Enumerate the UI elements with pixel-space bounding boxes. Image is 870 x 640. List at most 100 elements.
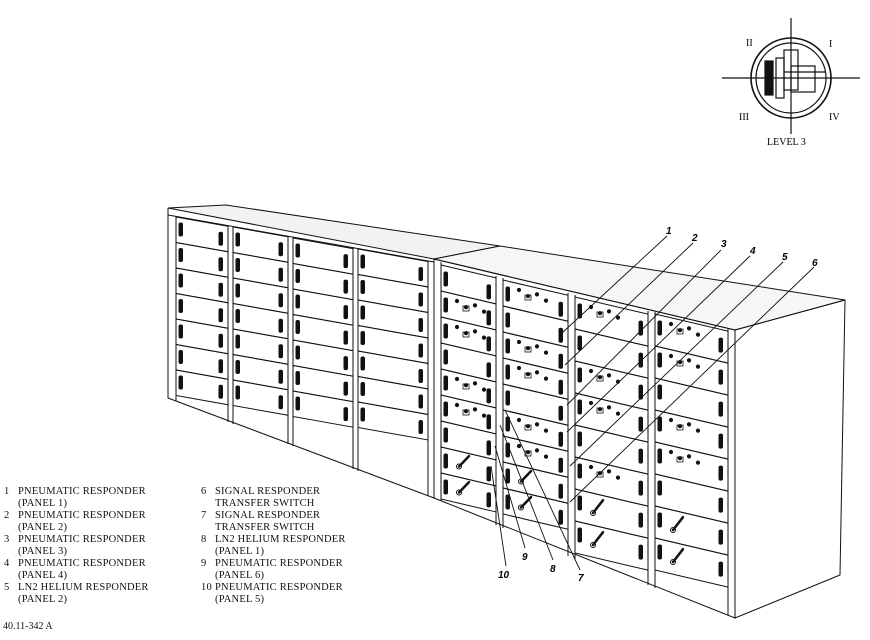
handle-icon bbox=[718, 529, 723, 545]
handle-icon bbox=[638, 544, 643, 560]
handle-icon bbox=[295, 243, 300, 258]
quadrant-label-i: I bbox=[829, 39, 832, 50]
knob-icon bbox=[481, 413, 487, 418]
handle-icon bbox=[718, 337, 723, 353]
handle-icon bbox=[558, 457, 563, 473]
handle-icon bbox=[418, 266, 423, 281]
handle-icon bbox=[343, 356, 348, 371]
handle-icon bbox=[577, 399, 582, 415]
handle-icon bbox=[486, 466, 491, 482]
handle-icon bbox=[295, 396, 300, 411]
knob-icon bbox=[454, 376, 460, 382]
gauge-icon bbox=[676, 328, 684, 335]
handle-icon bbox=[218, 257, 223, 272]
knob-icon bbox=[588, 400, 594, 406]
handle-icon bbox=[577, 335, 582, 351]
handle-icon bbox=[218, 359, 223, 374]
handle-icon bbox=[505, 364, 510, 380]
panel-front bbox=[502, 331, 569, 374]
callout-9: 9 bbox=[522, 552, 528, 563]
handle-icon bbox=[295, 371, 300, 385]
panel-front bbox=[654, 537, 729, 588]
handle-icon bbox=[295, 269, 300, 283]
panel-front bbox=[502, 409, 569, 452]
knob-icon bbox=[606, 405, 612, 410]
handle-icon bbox=[178, 299, 183, 313]
panel-front bbox=[574, 328, 649, 379]
handle-icon bbox=[657, 480, 662, 496]
handle-icon bbox=[360, 382, 365, 396]
handle-icon bbox=[577, 495, 582, 511]
knob-icon bbox=[516, 417, 522, 423]
handle-icon bbox=[638, 384, 643, 400]
handle-icon bbox=[443, 479, 448, 495]
handle-icon bbox=[443, 401, 448, 417]
valve-icon bbox=[456, 463, 462, 470]
callout-6: 6 bbox=[812, 258, 818, 269]
panel-front bbox=[574, 520, 649, 571]
gauge-icon bbox=[596, 407, 604, 414]
callout-5: 5 bbox=[782, 252, 788, 263]
gauge-icon bbox=[524, 346, 532, 353]
handle-icon bbox=[278, 395, 283, 410]
handle-icon bbox=[638, 512, 643, 528]
handle-icon bbox=[418, 419, 423, 434]
knob-icon bbox=[472, 381, 478, 386]
handle-icon bbox=[486, 492, 491, 508]
handle-icon bbox=[657, 416, 662, 432]
knob-icon bbox=[606, 469, 612, 474]
handle-icon bbox=[178, 248, 183, 262]
callout-4: 4 bbox=[749, 246, 756, 257]
handle-icon bbox=[343, 254, 348, 269]
handle-icon bbox=[343, 407, 348, 422]
handle-icon bbox=[235, 334, 240, 349]
handle-icon bbox=[486, 414, 491, 430]
handle-icon bbox=[360, 356, 365, 371]
knob-icon bbox=[543, 376, 549, 381]
panel-front bbox=[574, 456, 649, 507]
handle-icon bbox=[505, 468, 510, 484]
drawer-front bbox=[357, 299, 429, 339]
knob-icon bbox=[695, 364, 701, 369]
quadrant-label-iii: III bbox=[739, 112, 749, 123]
handle-icon bbox=[218, 282, 223, 297]
callout-1: 1 bbox=[666, 226, 672, 237]
handle-icon bbox=[418, 317, 423, 332]
gauge-icon bbox=[524, 294, 532, 301]
panel-front bbox=[574, 392, 649, 443]
panel-front bbox=[502, 383, 569, 426]
handle-icon bbox=[295, 345, 300, 360]
knob-icon bbox=[454, 324, 460, 330]
quadrant-label-ii: II bbox=[746, 38, 753, 49]
knob-icon bbox=[534, 448, 540, 453]
handle-icon bbox=[657, 352, 662, 368]
handle-icon bbox=[657, 448, 662, 464]
valve-icon bbox=[518, 504, 524, 511]
handle-icon bbox=[218, 384, 223, 399]
handle-icon bbox=[718, 433, 723, 449]
knob-icon bbox=[615, 411, 621, 416]
drawer-front bbox=[357, 375, 429, 416]
knob-icon bbox=[668, 417, 674, 423]
callout-8: 8 bbox=[550, 564, 556, 575]
knob-icon bbox=[686, 358, 692, 363]
gauge-icon bbox=[524, 372, 532, 379]
panel-front bbox=[574, 488, 649, 539]
handle-icon bbox=[443, 271, 448, 287]
handle-icon bbox=[235, 232, 240, 247]
handle-icon bbox=[505, 494, 510, 510]
knob-icon bbox=[695, 428, 701, 433]
handle-icon bbox=[278, 267, 283, 282]
handle-icon bbox=[718, 369, 723, 385]
handle-icon bbox=[178, 222, 183, 237]
knob-icon bbox=[695, 460, 701, 465]
handle-icon bbox=[235, 360, 240, 374]
panel-front bbox=[654, 473, 729, 524]
gauge-icon bbox=[524, 424, 532, 431]
handle-icon bbox=[558, 353, 563, 369]
handle-icon bbox=[486, 336, 491, 352]
